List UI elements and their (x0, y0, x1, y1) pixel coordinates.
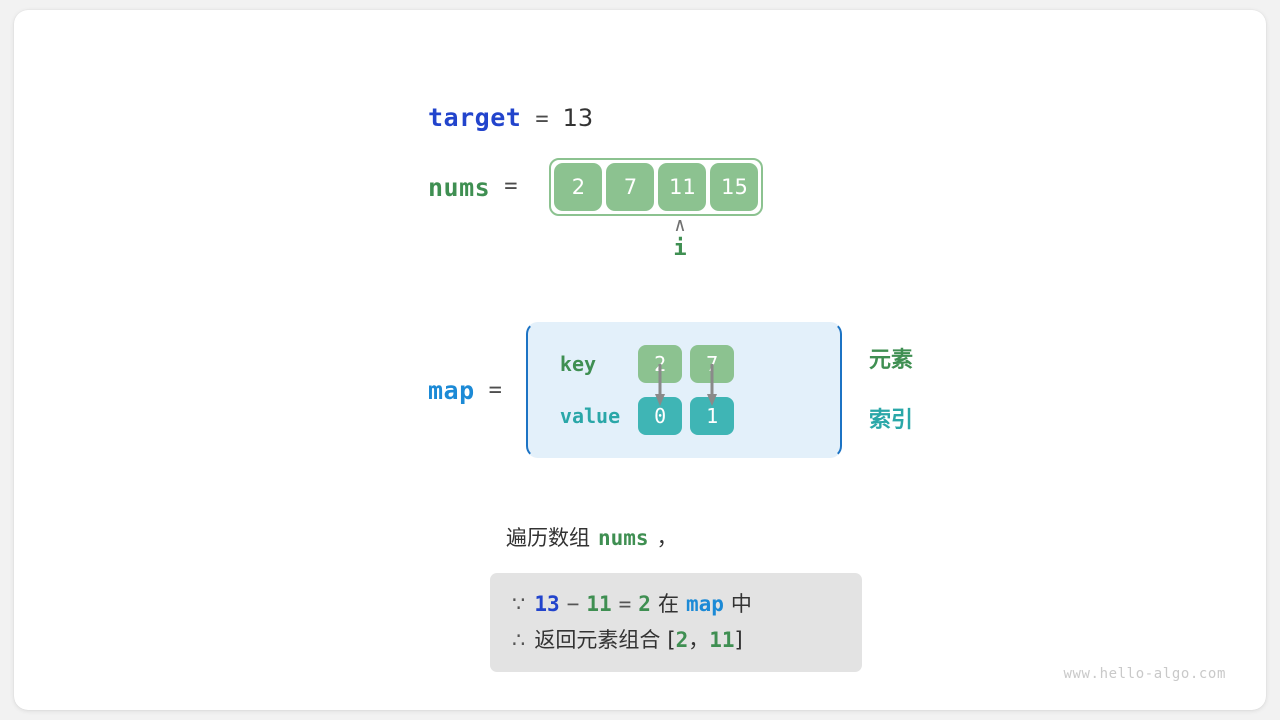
map-key-cell: 7 (690, 345, 735, 383)
concl-zai-text: 在 (657, 592, 679, 616)
map-key-label: key (559, 352, 597, 376)
map-value-cell: 1 (690, 397, 735, 435)
array-cell: 11 (658, 163, 707, 211)
map-inner: key value 2 0 7 (528, 345, 735, 435)
array-cell: 15 (710, 163, 759, 211)
minus-operator: − (566, 592, 580, 616)
map-row: map = key value 2 0 (428, 322, 842, 458)
result-comma: ， (688, 628, 710, 652)
equals-operator: = (618, 592, 632, 616)
map-container: key value 2 0 7 (525, 322, 842, 458)
caption-prefix: 遍历数组 (506, 526, 590, 550)
map-entry: 7 1 (690, 345, 735, 435)
concl-target-value: 13 (534, 592, 560, 616)
concl-complement-value: 2 (638, 592, 651, 616)
concl-current-value: 11 (586, 592, 612, 616)
map-key-cell: 2 (638, 345, 683, 383)
map-equals-sign: = (488, 377, 502, 403)
target-row: target = 13 (428, 103, 593, 132)
side-label-index: 索引 (869, 408, 914, 433)
concl-map-ref: map (685, 592, 724, 616)
caption-text: 遍历数组 nums ， (506, 522, 678, 552)
nums-equals-sign: = (504, 173, 518, 199)
nums-label: nums (428, 172, 491, 202)
therefore-symbol: ∴ (512, 628, 526, 652)
site-watermark: www.hello-algo.com (1063, 666, 1226, 682)
map-side-labels: 元素 索引 (869, 342, 913, 434)
caption-code: nums (598, 526, 649, 550)
concl-result-text: 返回元素组合 (534, 628, 661, 652)
result-value-1: 2 (675, 628, 689, 652)
nums-array: 2 7 11 15 (549, 158, 764, 216)
array-cell: 2 (554, 163, 603, 211)
array-cell: 7 (606, 163, 655, 211)
pointer-label: i (673, 236, 687, 261)
caret-up-icon: ∧ (674, 214, 686, 236)
concl-zhong-text: 中 (730, 592, 752, 616)
map-entries: 2 0 7 1 (638, 345, 735, 435)
result-value-2: 11 (709, 628, 735, 652)
bracket-close: ] (734, 628, 743, 652)
map-value-cell: 0 (638, 397, 683, 435)
target-equals-sign: = (535, 107, 549, 132)
map-value-label: value (559, 404, 621, 428)
map-entry: 2 0 (638, 345, 683, 435)
diagram-card: target = 13 nums = 2 7 11 15 ∧ i map = (14, 10, 1266, 710)
because-symbol: ∵ (512, 592, 526, 616)
bracket-open: [ (667, 628, 676, 652)
nums-row: nums = 2 7 11 15 (428, 158, 764, 216)
side-label-element: 元素 (869, 348, 914, 373)
target-label: target (428, 103, 522, 132)
conclusion-line-2: ∴ 返回元素组合[2，11] (512, 622, 840, 658)
caption-suffix: ， (656, 526, 678, 550)
map-row-labels: key value (560, 345, 620, 435)
index-pointer: ∧ i (657, 216, 703, 264)
map-label: map (428, 375, 475, 405)
target-value: 13 (562, 104, 594, 132)
